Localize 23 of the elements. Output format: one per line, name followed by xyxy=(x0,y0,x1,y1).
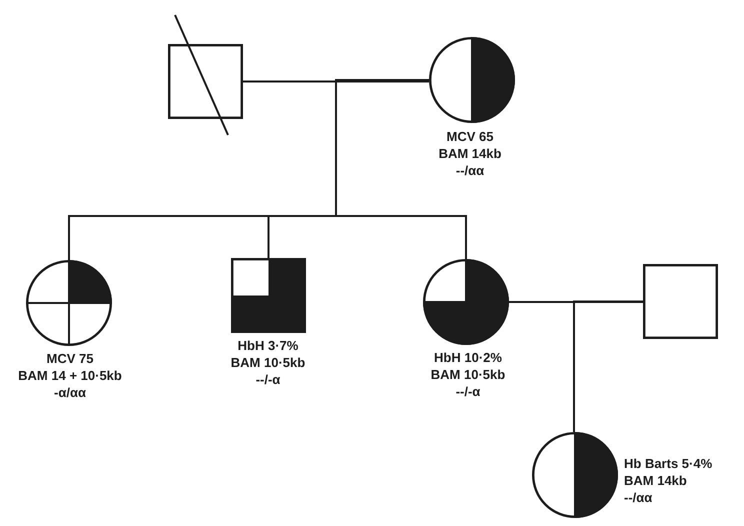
annotation-text: Hb Barts 5·4% xyxy=(624,455,712,472)
annotation-text: --/-α xyxy=(256,371,280,388)
annotation-text: BAM 10·5kb xyxy=(430,366,506,383)
pedigree-line xyxy=(573,300,643,432)
female-circle xyxy=(422,258,510,346)
annotation-text: MCV 75 xyxy=(46,350,94,367)
annotation-text: BAM 14kb xyxy=(624,472,687,489)
female-circle xyxy=(428,36,516,124)
annotation-text: HbH 3·7% xyxy=(238,337,298,354)
male-square xyxy=(642,263,719,340)
annotation-text: -α/αα xyxy=(54,384,86,401)
annotation-text: BAM 14 + 10·5kb xyxy=(18,367,122,384)
annotation-text: MCV 65 xyxy=(446,128,494,145)
female-circle xyxy=(25,259,113,347)
annotation-text: HbH 10·2% xyxy=(434,349,502,366)
male-square xyxy=(230,257,307,334)
annotation-text: --/αα xyxy=(624,489,652,506)
annotation-text: BAM 14kb xyxy=(438,145,502,162)
male-square xyxy=(166,12,246,138)
annotation-text: BAM 10·5kb xyxy=(230,354,306,371)
annotation-text: --/αα xyxy=(456,162,484,179)
female-circle xyxy=(531,431,619,519)
annotation-text: --/-α xyxy=(456,383,480,400)
